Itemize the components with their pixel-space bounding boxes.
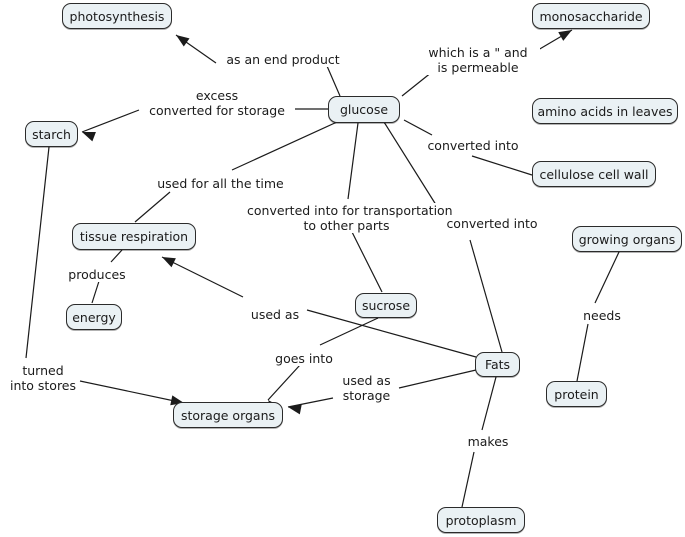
node-photosynthesis[interactable]: photosynthesis [62, 3, 172, 29]
arrowhead-glucose-photosynthesis [176, 35, 190, 47]
node-glucose[interactable]: glucose [328, 96, 400, 123]
node-label-protein: protein [554, 386, 599, 402]
node-label-storage_organs: storage organs [180, 407, 276, 423]
edge-glucose-starch [81, 108, 328, 133]
edge-sucrose-storage-organs [267, 317, 379, 401]
edge-glucose-fats [383, 121, 503, 353]
node-label-cellulose: cellulose cell wall [539, 166, 649, 182]
edge-label-turned_into_stores: turned into stores [8, 363, 78, 393]
edge-label-needs: needs [581, 308, 623, 323]
node-fats[interactable]: Fats [475, 352, 520, 377]
node-label-growing_organs: growing organs [578, 231, 676, 247]
node-protein[interactable]: protein [546, 381, 607, 407]
edge-label-which_is_a: which is a " and is permeable [416, 45, 540, 75]
arrowhead-glucose-starch [82, 131, 96, 142]
edge-label-as_an_end_product: as an end product [222, 52, 344, 67]
node-monosaccharide[interactable]: monosaccharide [532, 3, 650, 29]
edge-label-used_as_storage: used as storage [337, 373, 396, 403]
node-label-energy: energy [72, 309, 116, 325]
node-label-sucrose: sucrose [361, 298, 411, 313]
edge-label-excess_converted: excess converted for storage [141, 88, 293, 118]
edge-label-converted_into_fats: converted into [444, 216, 540, 231]
edge-starch-storage-organs [25, 146, 185, 404]
node-label-amino_acids: amino acids in leaves [537, 103, 673, 119]
node-growing_organs[interactable]: growing organs [572, 226, 682, 252]
edge-glucose-sucrose [347, 122, 383, 293]
edge-label-used_for_all_time: used for all the time [155, 176, 286, 191]
edge-growing-organs-protein [576, 251, 620, 382]
edge-fats-tissue-respiration [161, 256, 477, 358]
edge-fats-storage-organs [287, 369, 477, 408]
edge-glucose-tissue-respiration [134, 121, 338, 223]
node-protoplasm[interactable]: protoplasm [437, 507, 525, 533]
arrowhead-fats-storage-organs [288, 404, 302, 415]
edge-label-makes: makes [466, 434, 510, 449]
node-energy[interactable]: energy [66, 304, 122, 330]
node-label-photosynthesis: photosynthesis [69, 8, 165, 24]
edge-label-produces: produces [68, 267, 126, 282]
node-label-glucose: glucose [339, 102, 389, 117]
node-cellulose[interactable]: cellulose cell wall [532, 161, 656, 187]
edge-label-used_as: used as [249, 307, 301, 322]
node-amino_acids[interactable]: amino acids in leaves [532, 98, 678, 124]
node-sucrose[interactable]: sucrose [355, 293, 417, 318]
node-storage_organs[interactable]: storage organs [173, 402, 283, 428]
node-label-starch: starch [32, 126, 71, 142]
edge-label-goes_into: goes into [273, 351, 335, 366]
edge-fats-protoplasm [461, 376, 497, 508]
node-label-tissue_respiration: tissue respiration [79, 229, 189, 244]
edge-label-converted_into_cellulose: converted into [425, 138, 521, 153]
edge-label-converted_transport: converted into for transportation to oth… [247, 203, 453, 233]
edge-glucose-cellulose [403, 119, 533, 176]
node-label-fats: Fats [484, 357, 511, 372]
node-tissue_respiration[interactable]: tissue respiration [72, 223, 196, 250]
edge-tissue-respiration-energy [91, 249, 123, 304]
arrowhead-glucose-monosaccharide [558, 30, 572, 41]
node-starch[interactable]: starch [25, 121, 78, 147]
node-label-protoplasm: protoplasm [445, 512, 517, 528]
node-label-monosaccharide: monosaccharide [539, 8, 643, 24]
arrowhead-fats-tissue-respiration [162, 257, 176, 268]
